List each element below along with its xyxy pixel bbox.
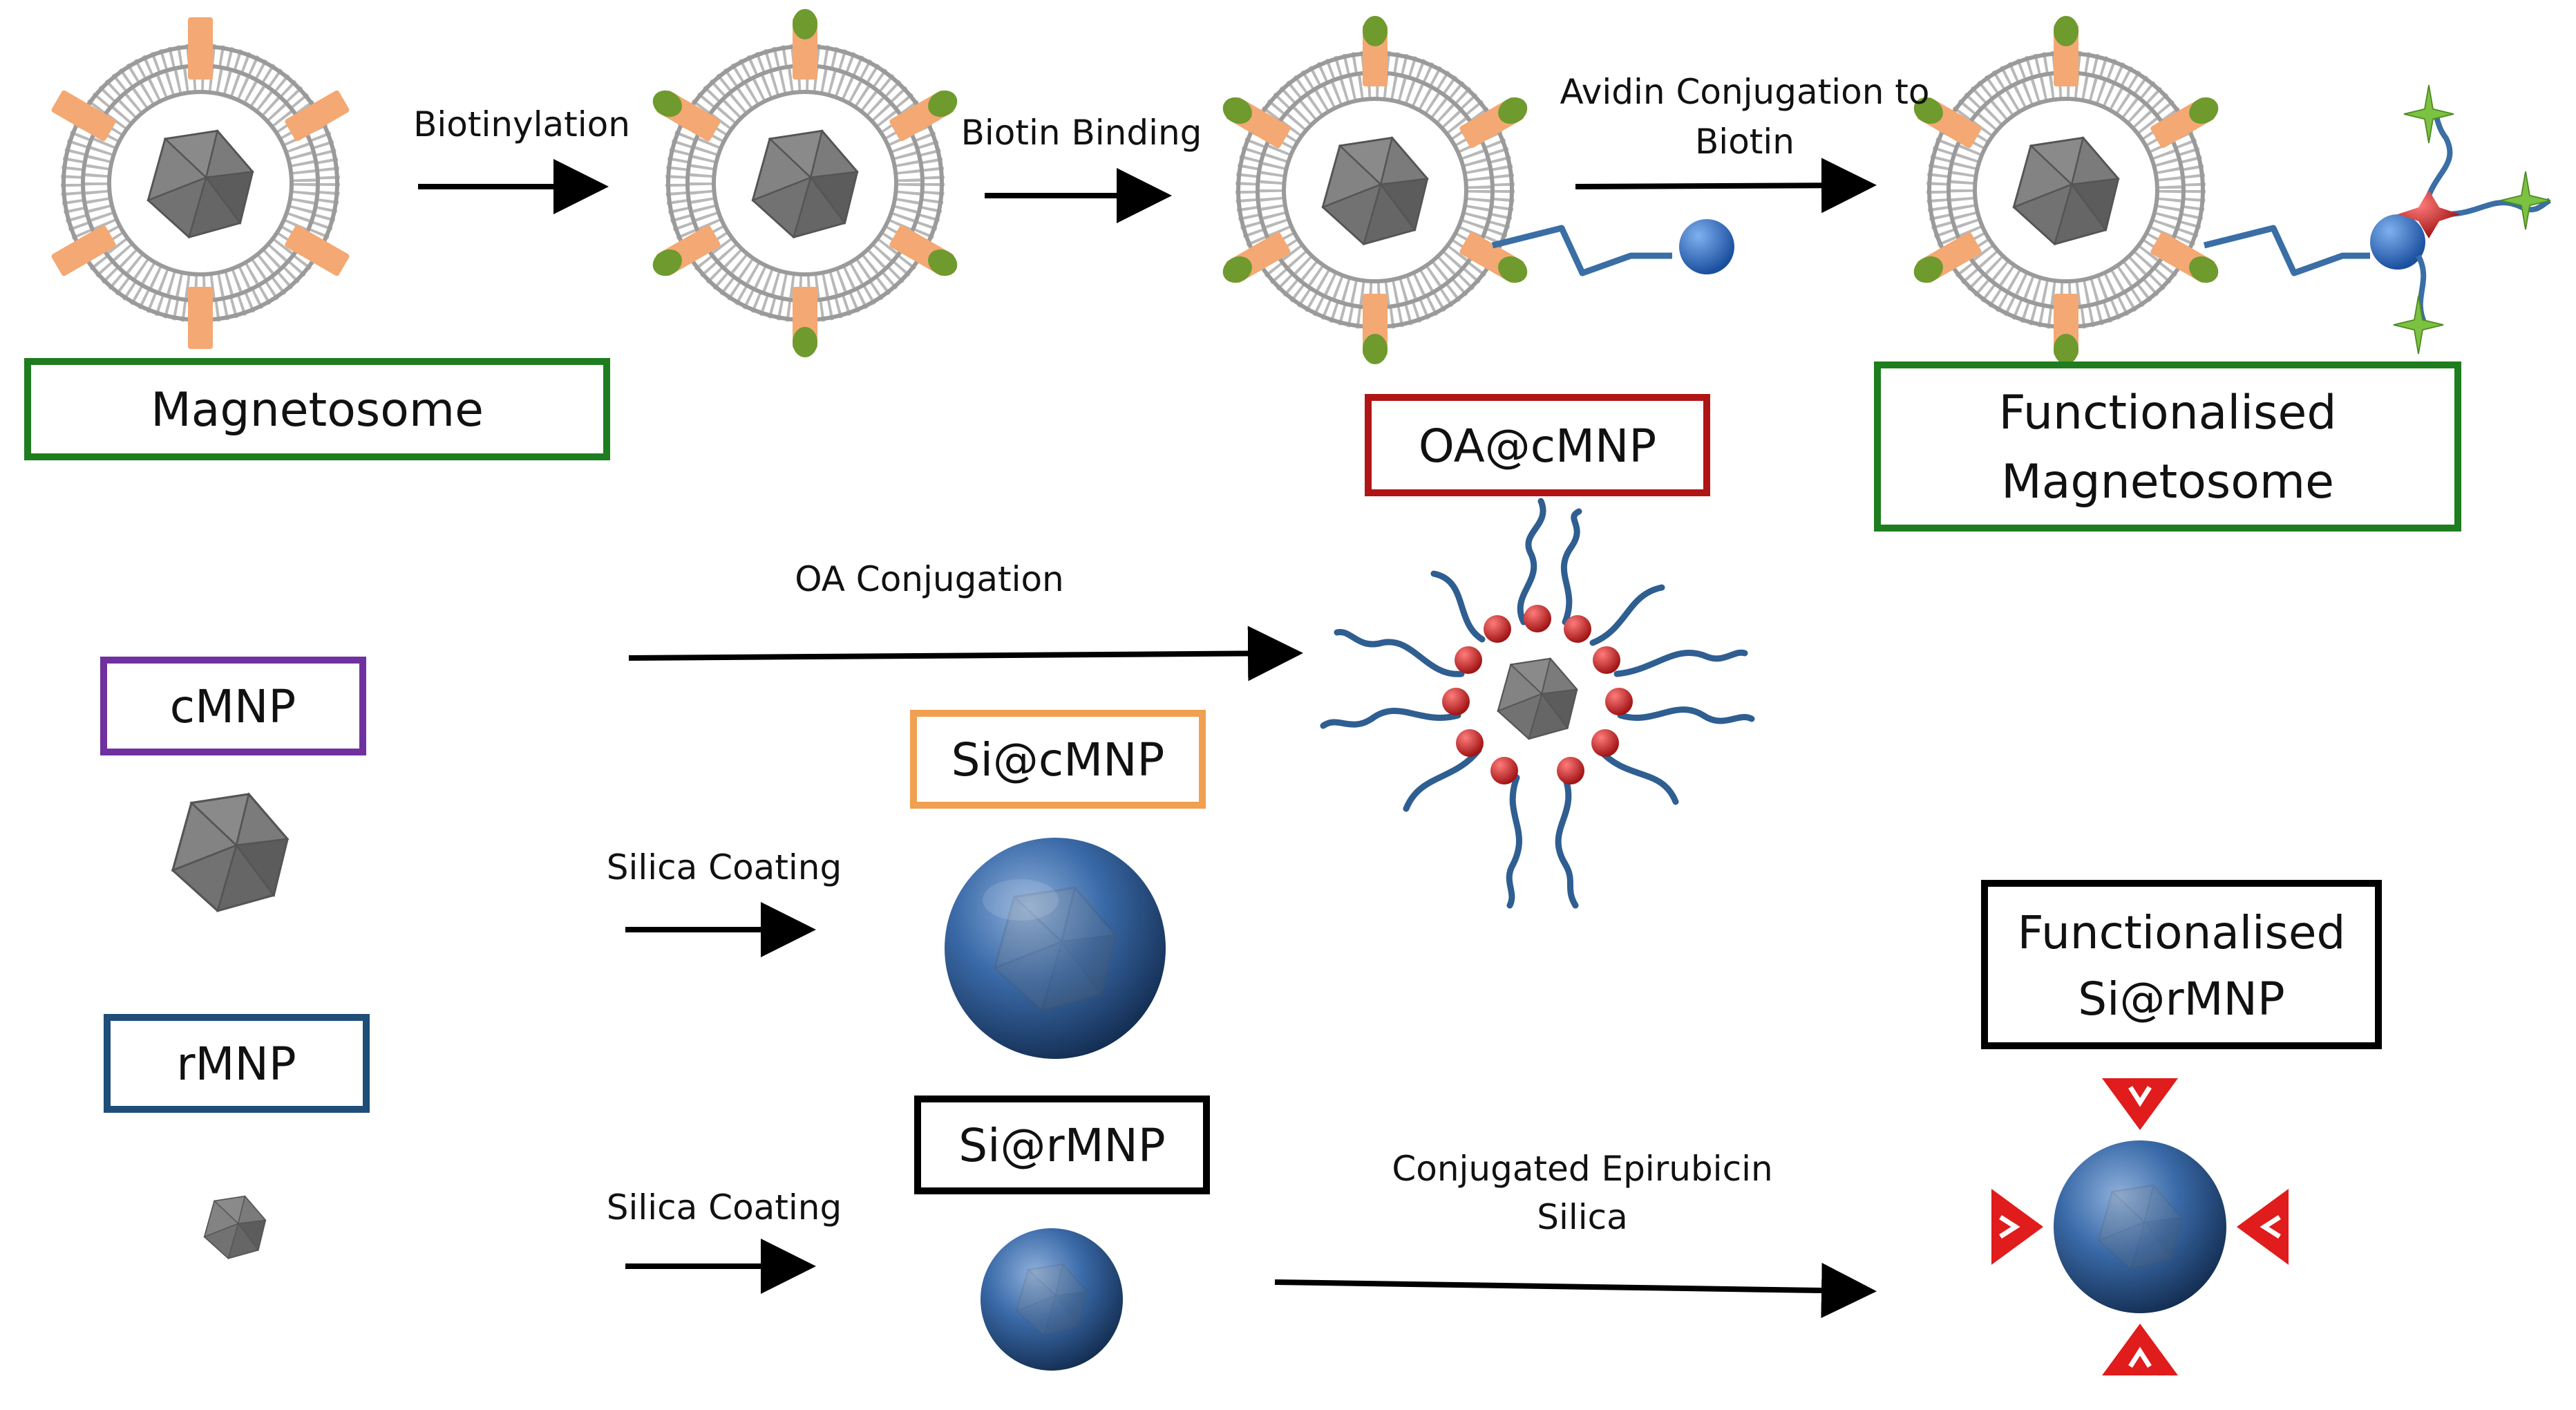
svg-text:Si@cMNP: Si@cMNP xyxy=(951,733,1165,787)
rmnp-box: rMNP xyxy=(104,1014,370,1113)
label-oa-conjugation: OA Conjugation xyxy=(795,559,1064,599)
svg-text:Si@rMNP: Si@rMNP xyxy=(2078,972,2284,1026)
magnetosome-box: Magnetosome xyxy=(24,358,610,460)
arrow-epirubicin-conjugation xyxy=(1274,1263,1877,1319)
svg-text:OA@cMNP: OA@cMNP xyxy=(1419,420,1656,473)
linker-chain xyxy=(1491,225,1672,276)
rmnp-crystal xyxy=(203,1195,267,1259)
si-rmnp-box: Si@rMNP xyxy=(914,1096,1210,1194)
avidin-ball xyxy=(2370,214,2425,270)
arrow-avidin-conjugation xyxy=(1575,158,1877,214)
avidin-ball xyxy=(1679,219,1734,274)
label-epirubicin-line1: Conjugated Epirubicin xyxy=(1392,1149,1772,1189)
biotin-bound-magnetosome xyxy=(1218,16,1734,364)
biotinylated-magnetosome xyxy=(647,9,963,357)
cmnp-box: cMNP xyxy=(100,657,366,755)
svg-text:Functionalised: Functionalised xyxy=(2018,906,2346,959)
label-silica-coating-r: Silica Coating xyxy=(607,1187,842,1228)
label-avidin-line2: Biotin xyxy=(1695,122,1794,162)
label-biotinylation: Biotinylation xyxy=(413,104,630,144)
svg-text:Magnetosome: Magnetosome xyxy=(2001,455,2334,509)
epirubicin-icon xyxy=(2102,1324,2178,1375)
functionalised-si-rmnp-particle xyxy=(1991,1078,2289,1375)
svg-text:Si@rMNP: Si@rMNP xyxy=(958,1119,1165,1172)
arrow-oa-conjugation xyxy=(628,626,1303,682)
ligand-star-icon xyxy=(2500,171,2551,230)
magnetosome-particle xyxy=(50,17,350,349)
svg-text:Functionalised: Functionalised xyxy=(1998,386,2336,440)
label-biotin-binding: Biotin Binding xyxy=(961,113,1202,153)
ligand-star-icon xyxy=(2393,295,2444,355)
si-cmnp-box: Si@cMNP xyxy=(910,710,1206,809)
label-avidin-line1: Avidin Conjugation to xyxy=(1560,72,1930,112)
linker-chain xyxy=(2203,225,2370,276)
functionalised-magnetosome-particle xyxy=(1909,16,2552,364)
svg-text:Magnetosome: Magnetosome xyxy=(151,383,484,438)
label-epirubicin-line2: Silica xyxy=(1537,1197,1628,1237)
functionalised-si-rmnp-box: Functionalised Si@rMNP xyxy=(1981,880,2382,1049)
si-rmnp-particle xyxy=(981,1228,1123,1371)
cmnp-crystal xyxy=(171,793,289,912)
cross-linker-icon xyxy=(2398,190,2460,238)
epirubicin-icon xyxy=(2102,1078,2178,1130)
functionalised-magnetosome-box: Functionalised Magnetosome xyxy=(1874,361,2461,532)
svg-text:cMNP: cMNP xyxy=(170,680,296,733)
label-silica-coating-c: Silica Coating xyxy=(607,847,842,887)
ligand-arm xyxy=(2423,109,2453,208)
oa-cmnp-particle xyxy=(1320,498,1755,909)
si-cmnp-particle xyxy=(945,838,1166,1059)
oa-cmnp-box: OA@cMNP xyxy=(1365,394,1710,496)
epirubicin-icon xyxy=(1991,1189,2043,1265)
svg-text:rMNP: rMNP xyxy=(176,1037,296,1091)
epirubicin-icon xyxy=(2237,1189,2289,1265)
